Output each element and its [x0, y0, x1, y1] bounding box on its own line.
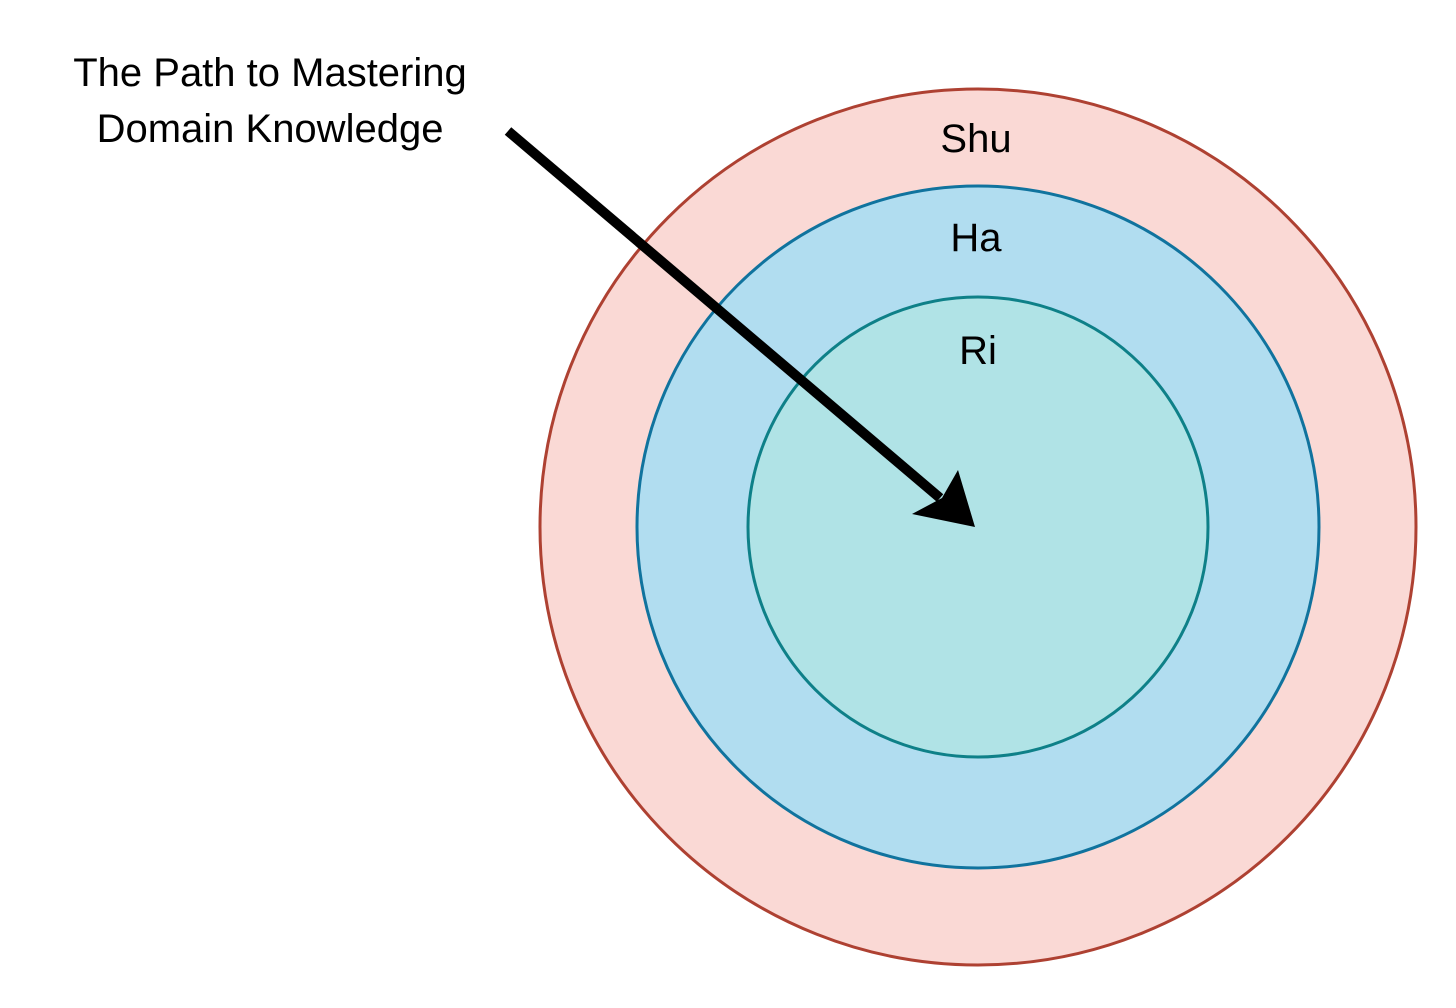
arrow-shaft [504, 127, 944, 502]
shu-label: Shu [940, 117, 1011, 161]
caption-line-2: Domain Knowledge [97, 107, 444, 151]
ha-label: Ha [950, 216, 1002, 260]
ri-ring [746, 295, 1210, 759]
ri-label: Ri [959, 329, 997, 373]
arrow-head [912, 470, 975, 527]
caption-line-1: The Path to Mastering [73, 51, 467, 95]
arrow [504, 127, 975, 527]
